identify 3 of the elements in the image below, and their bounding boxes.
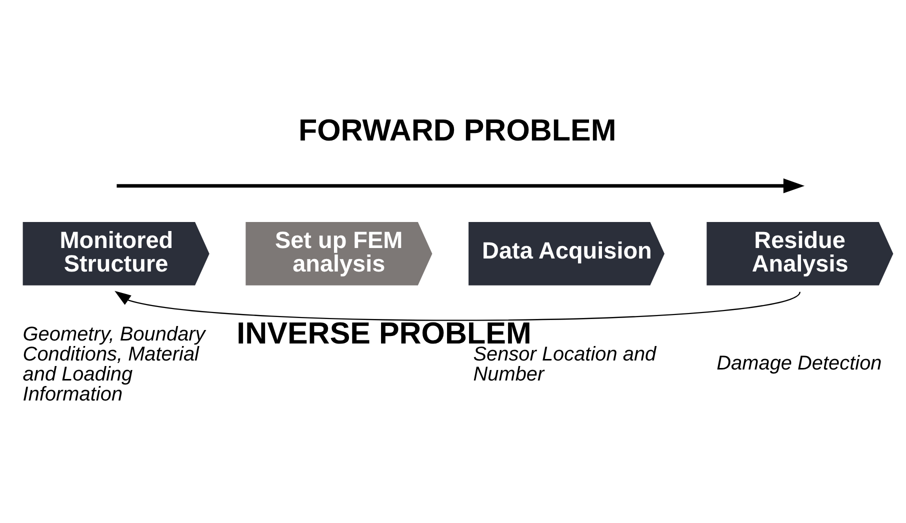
node-label: Damage Detection [716,352,882,374]
node-label: Geometry, Boundary Conditions, Material and Loading Information [22,324,206,406]
label: FORWARD PROBLEM [298,114,616,148]
